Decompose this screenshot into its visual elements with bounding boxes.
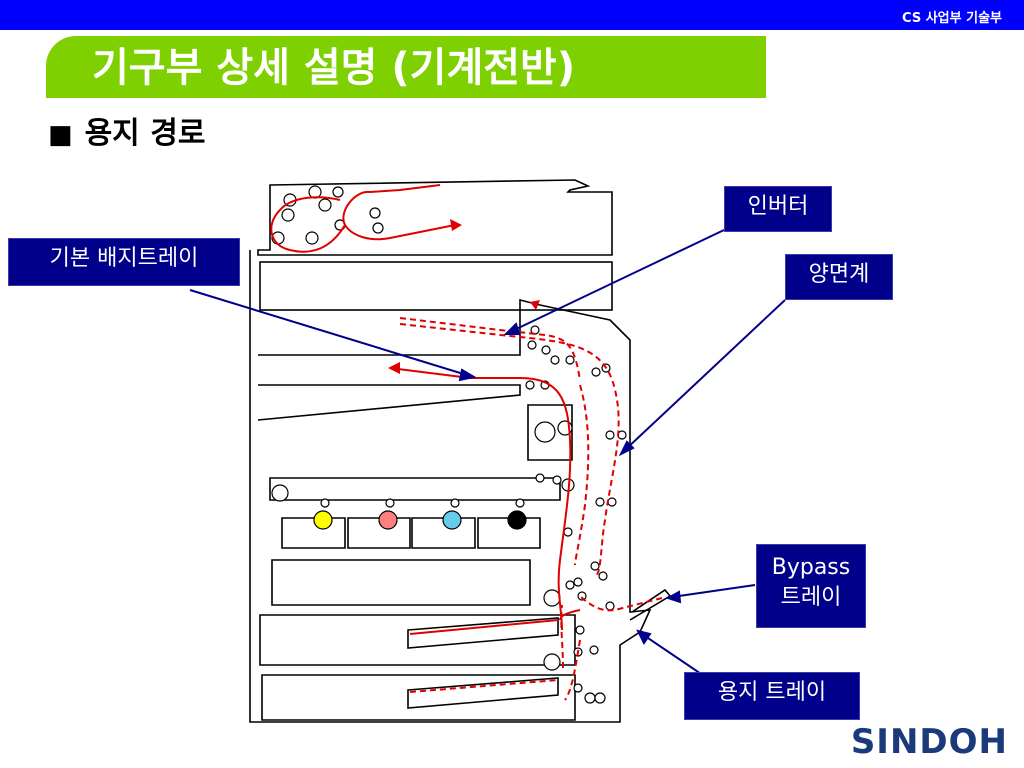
- square-bullet-icon: ■: [48, 120, 73, 150]
- slide-title: 기구부 상세 설명 (기계전반): [92, 45, 576, 91]
- label-bypass-tray: Bypass 트레이: [756, 544, 866, 628]
- label-default-exit-tray: 기본 배지트레이: [8, 238, 240, 286]
- path-arrows: [388, 219, 540, 374]
- section-heading: ■ 용지 경로: [48, 108, 205, 152]
- department-label: CS 사업부 기술부: [902, 11, 1002, 26]
- paper-paths: [270, 184, 581, 635]
- toner-magenta: [378, 510, 398, 530]
- title-banner: [46, 36, 766, 98]
- sindoh-logo: SINDOH: [850, 722, 1008, 762]
- toner-drums: [313, 510, 527, 530]
- header-bar: CS 사업부 기술부: [0, 0, 1024, 30]
- toner-cyan: [442, 510, 462, 530]
- rollers: [271, 185, 627, 704]
- label-bypass-line2: 트레이: [780, 585, 842, 610]
- section-title: 용지 경로: [84, 116, 206, 151]
- label-inverter: 인버터: [724, 186, 832, 232]
- label-paper-tray: 용지 트레이: [684, 672, 860, 720]
- label-duplex: 양면계: [785, 254, 893, 300]
- pointer-lines: [189, 229, 786, 681]
- toner-black: [507, 510, 527, 530]
- toner-yellow: [313, 510, 333, 530]
- paper-paths-dashed: [399, 317, 663, 701]
- label-bypass-line1: Bypass: [771, 555, 851, 580]
- machine-outline: [249, 179, 672, 723]
